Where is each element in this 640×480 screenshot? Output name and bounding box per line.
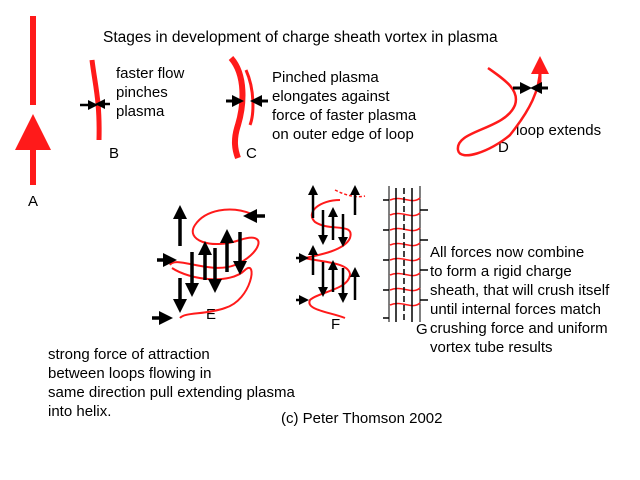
caption-d: loop extends <box>516 122 602 139</box>
label-b: B <box>109 145 120 162</box>
credit: (c) Peter Thomson 2002 <box>281 410 443 427</box>
stage-c-plasma <box>226 56 268 160</box>
stage-b-plasma <box>80 59 110 141</box>
caption-e: strong force of attraction between loops… <box>48 346 295 420</box>
label-g: G <box>416 321 428 338</box>
caption-b: faster flow pinches plasma <box>116 65 185 120</box>
label-d: D <box>498 139 509 156</box>
stage-e-helix <box>152 205 265 325</box>
caption-c: Pinched plasma elongates against force o… <box>272 69 417 143</box>
label-a: A <box>28 193 39 210</box>
label-f: F <box>331 316 341 333</box>
label-c: C <box>246 145 257 162</box>
stage-g-tube <box>383 186 428 322</box>
stage-f-helix <box>296 185 366 319</box>
label-e: E <box>206 306 217 323</box>
stage-d-loop <box>456 56 549 157</box>
diagram-title: Stages in development of charge sheath v… <box>103 29 498 46</box>
caption-g: All forces now combine to form a rigid c… <box>430 244 610 356</box>
